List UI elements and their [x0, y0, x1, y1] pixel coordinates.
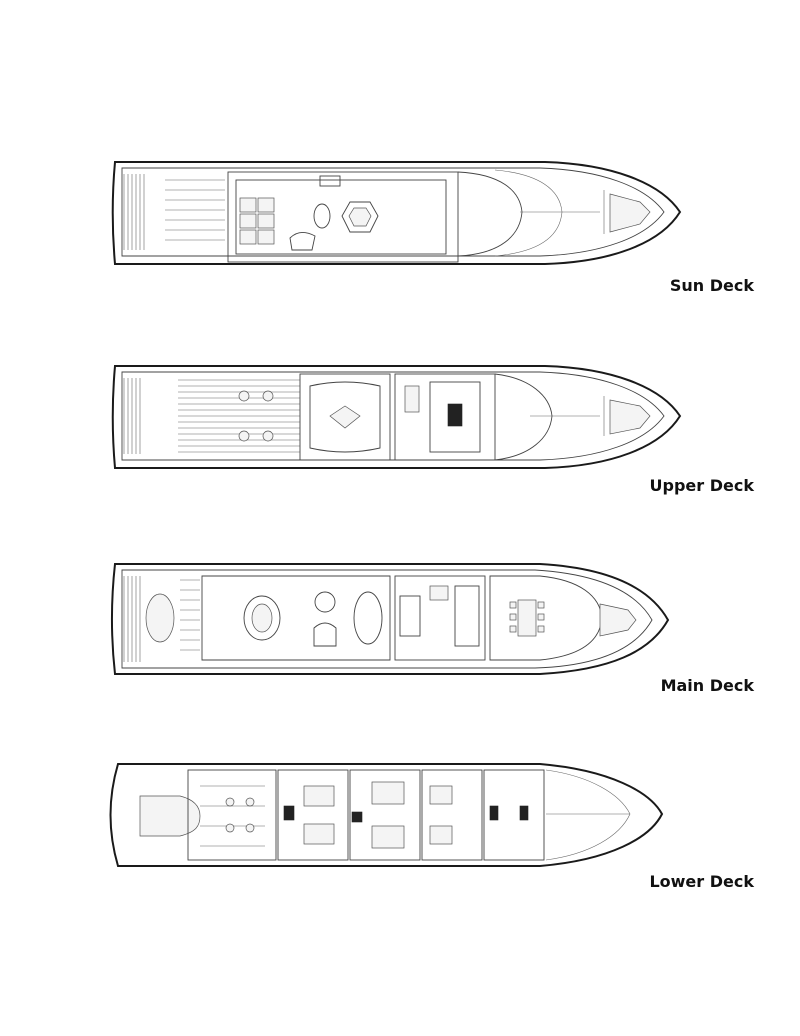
deck-label-sun: Sun Deck — [669, 276, 754, 295]
lower-deck: Lower Deck — [0, 756, 800, 906]
deck-label-main: Main Deck — [660, 676, 754, 695]
deck-label-lower: Lower Deck — [649, 872, 754, 891]
sun-deck: Sun Deck — [0, 150, 800, 300]
lower-deck-plan — [109, 763, 664, 867]
upper-deck-plan — [111, 365, 682, 469]
upper-deck: Upper Deck — [0, 356, 800, 506]
sun-deck-plan — [111, 161, 682, 265]
deck-label-upper: Upper Deck — [649, 476, 754, 495]
main-deck: Main Deck — [0, 556, 800, 706]
main-deck-plan — [111, 563, 670, 675]
